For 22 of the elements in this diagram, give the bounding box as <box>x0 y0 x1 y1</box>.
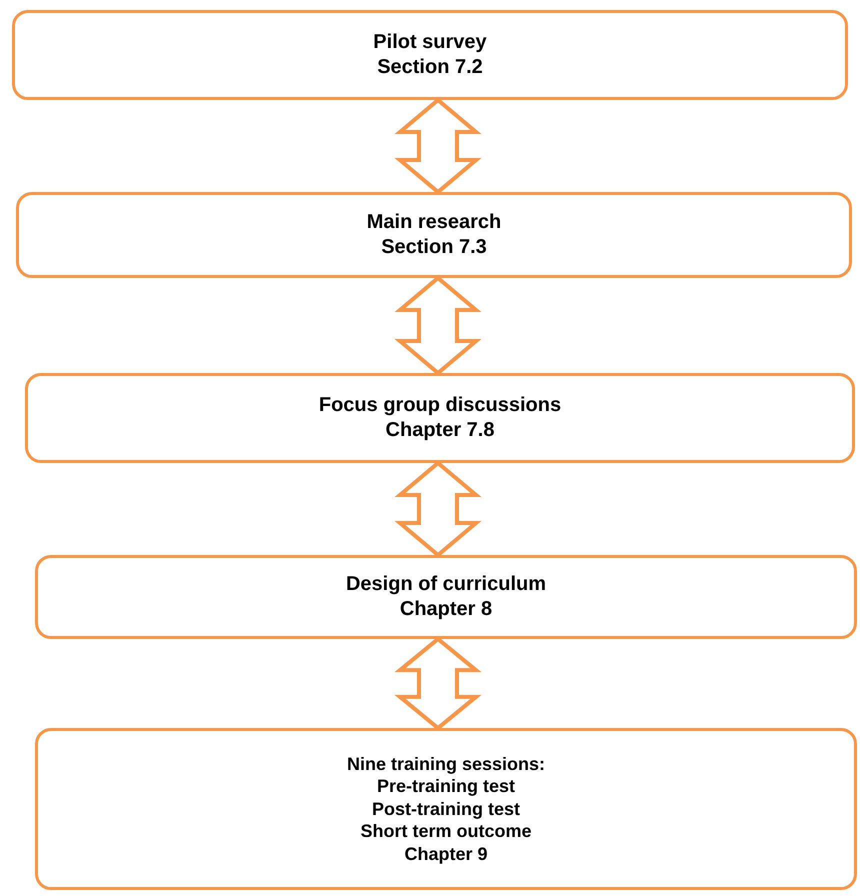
process-box <box>16 192 852 278</box>
box-text: Chapter 8 <box>400 597 492 622</box>
double-block-arrow <box>394 636 482 731</box>
box-text: Main research <box>366 210 502 235</box>
box-text: Section 7.3 <box>381 235 487 260</box>
process-box <box>35 555 857 639</box>
box-text: Short term outcome <box>360 820 532 843</box>
process-box <box>12 10 848 100</box>
process-box <box>25 373 855 463</box>
box-text: Pre-training test <box>376 775 516 798</box>
box-text: Chapter 9 <box>404 842 488 866</box>
double-block-arrow <box>394 460 482 558</box>
box-text: Design of curriculum <box>346 572 546 597</box>
box-text: Nine training sessions: <box>346 752 546 776</box>
box-text: Focus group discussions <box>318 393 562 418</box>
box-text: Chapter 7.8 <box>386 418 494 443</box>
box-text: Post-training test <box>372 798 520 820</box>
box-text: Pilot survey <box>373 30 487 55</box>
double-block-arrow <box>394 275 482 376</box>
box-text: Section 7.2 <box>377 55 483 80</box>
process-box <box>35 728 857 890</box>
double-block-arrow <box>394 97 482 195</box>
